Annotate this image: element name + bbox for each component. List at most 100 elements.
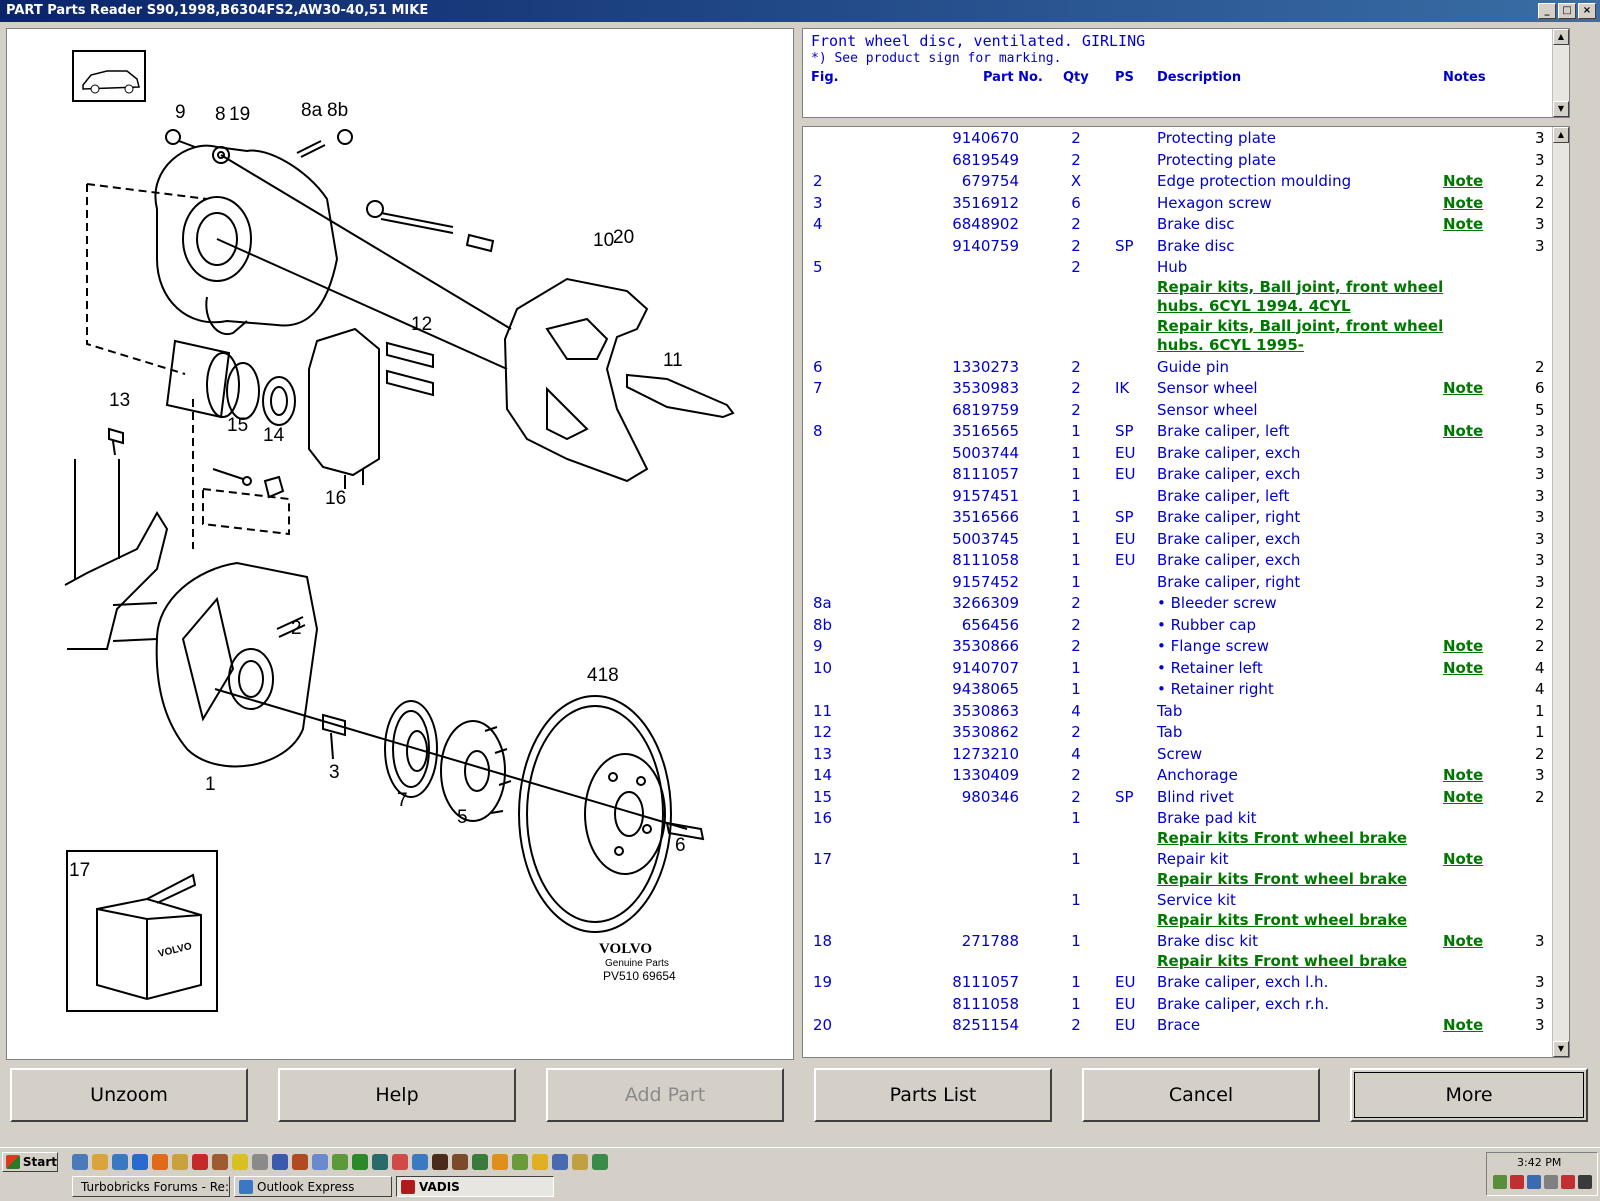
list-scrollbar[interactable]: ▲ ▼ (1552, 127, 1569, 1057)
maximize-button[interactable]: □ (1558, 3, 1576, 19)
note-link[interactable]: Note (1443, 787, 1484, 806)
note-link[interactable]: Note (1443, 932, 1484, 950)
close-button[interactable]: × (1578, 3, 1596, 19)
quicklaunch-icon[interactable] (252, 1154, 268, 1170)
help-button[interactable]: Help (278, 1068, 516, 1122)
repair-kit-link[interactable]: Repair kits, Ball joint, front wheel (1157, 316, 1444, 335)
parts-list-button[interactable]: Parts List (814, 1068, 1052, 1122)
car-thumbnail-icon[interactable] (72, 50, 146, 102)
note-link[interactable]: Note (1443, 193, 1484, 212)
quicklaunch-icon[interactable] (492, 1154, 508, 1170)
firefox-icon[interactable] (152, 1154, 168, 1170)
repair-kit-link[interactable]: Repair kits Front wheel brake (1157, 869, 1408, 888)
scroll-up-icon[interactable]: ▲ (1553, 127, 1569, 143)
note-link[interactable]: Note (1443, 850, 1484, 868)
ie-icon[interactable] (132, 1154, 148, 1170)
repair-kit-link[interactable]: Repair kits, Ball joint, front wheel (1157, 277, 1444, 296)
exploded-diagram[interactable]: 9 8 19 8a 8b 10 20 12 11 13 15 14 16 2 3… (6, 28, 794, 1060)
more-button[interactable]: More (1350, 1068, 1588, 1122)
tray-icon[interactable] (1527, 1175, 1541, 1189)
quicklaunch-icon[interactable] (592, 1154, 608, 1170)
note-link[interactable]: Note (1443, 637, 1484, 655)
quicklaunch-icon[interactable] (452, 1154, 468, 1170)
quicklaunch-icon[interactable] (552, 1154, 568, 1170)
quicklaunch-icon[interactable] (72, 1154, 88, 1170)
quicklaunch-icon[interactable] (412, 1154, 428, 1170)
note-link[interactable]: Note (1443, 766, 1484, 784)
cancel-button[interactable]: Cancel (1082, 1068, 1320, 1122)
task-outlook-express[interactable]: Outlook Express (234, 1176, 392, 1197)
scroll-down-icon[interactable]: ▼ (1553, 1041, 1569, 1057)
repair-kit-link[interactable]: hubs. 6CYL 1995- (1157, 336, 1305, 354)
quicklaunch-icon[interactable] (512, 1154, 528, 1170)
start-button[interactable]: Start (2, 1152, 58, 1172)
quicklaunch-icon[interactable] (292, 1154, 308, 1170)
repair-kit-link[interactable]: Repair kits Front wheel brake (1157, 910, 1408, 929)
note-link[interactable]: Note (1443, 172, 1484, 190)
quicklaunch-icon[interactable] (532, 1154, 548, 1170)
repair-kit-link[interactable]: Repair kits Front wheel brake (1157, 828, 1408, 847)
quicklaunch-icon[interactable] (432, 1154, 448, 1170)
header-scrollbar[interactable]: ▲ ▼ (1552, 29, 1569, 117)
quicklaunch-icon[interactable] (272, 1154, 288, 1170)
quicklaunch-icon[interactable] (232, 1154, 248, 1170)
tray-icon[interactable] (1544, 1175, 1558, 1189)
quicklaunch-icon[interactable] (312, 1154, 328, 1170)
note-link[interactable]: Note (1443, 422, 1484, 440)
quicklaunch-icon[interactable] (192, 1154, 208, 1170)
quicklaunch-icon[interactable] (472, 1154, 488, 1170)
quicklaunch-icon[interactable] (112, 1154, 128, 1170)
unzoom-button[interactable]: Unzoom (10, 1068, 248, 1122)
add-part-button[interactable]: Add Part (546, 1068, 784, 1122)
task-vadis[interactable]: VADIS (396, 1176, 554, 1197)
quicklaunch-icon[interactable] (212, 1154, 228, 1170)
note-link[interactable]: Note (1443, 379, 1484, 397)
quicklaunch-icon[interactable] (332, 1154, 348, 1170)
repair-kit-link[interactable]: hubs. 6CYL 1994. 4CYL (1157, 297, 1351, 315)
note-link[interactable]: Note (1443, 658, 1484, 677)
quicklaunch-icon[interactable] (372, 1154, 388, 1170)
repair-kit-link[interactable]: Repair kits Front wheel brake (1157, 951, 1408, 970)
task-turbobricks[interactable]: Turbobricks Forums - Re: ... (72, 1176, 230, 1197)
quicklaunch-icon[interactable] (572, 1154, 588, 1170)
minimize-button[interactable]: _ (1538, 3, 1556, 19)
quicklaunch-icon[interactable] (92, 1154, 108, 1170)
tray-icon[interactable] (1493, 1175, 1507, 1189)
note-link[interactable]: Note (1443, 1016, 1484, 1034)
scroll-down-icon[interactable]: ▼ (1553, 101, 1569, 117)
scroll-up-icon[interactable]: ▲ (1553, 29, 1569, 45)
quicklaunch-icon[interactable] (172, 1154, 188, 1170)
quicklaunch-icon[interactable] (352, 1154, 368, 1170)
